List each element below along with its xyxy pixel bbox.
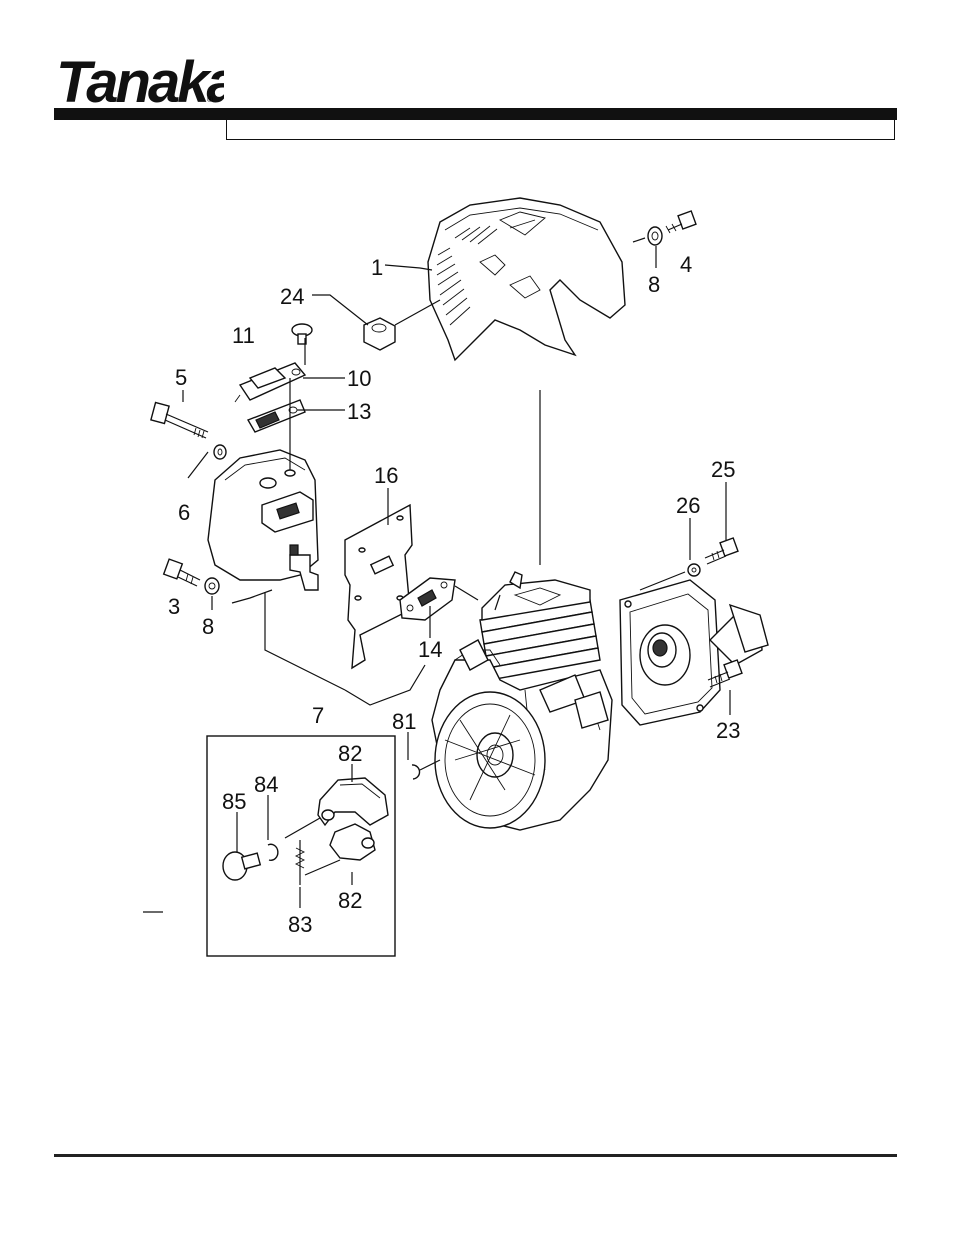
long-bolt-5 (150, 401, 209, 439)
gasket-14 (399, 577, 456, 621)
clutch-spring-83 (294, 840, 306, 885)
callout-26: 26 (676, 493, 700, 518)
callout-23: 23 (716, 718, 740, 743)
logo-wordmark: Tanaka (56, 50, 224, 110)
washer-8-top (647, 226, 663, 246)
callout-25: 25 (711, 457, 735, 482)
callout-14: 14 (418, 637, 442, 662)
callout-81: 81 (392, 709, 416, 734)
callout-7: 7 (312, 703, 324, 728)
tanaka-logo: Tanaka ® (56, 50, 224, 110)
starter-bolt-23 (707, 659, 743, 688)
callout-84: 84 (254, 772, 278, 797)
registered-mark: ® (207, 95, 213, 104)
grommet-24 (363, 317, 396, 351)
callout-numbers: 1 4 8 24 11 5 10 13 6 16 25 26 3 8 14 7 … (168, 252, 740, 937)
callout-8-top: 8 (648, 272, 660, 297)
callout-6: 6 (178, 500, 190, 525)
muffler-bolt-3 (162, 558, 201, 587)
header-rule (54, 108, 897, 120)
clip-81 (411, 764, 421, 780)
callout-8-left: 8 (202, 614, 214, 639)
cap-11 (291, 323, 313, 345)
footer-rule (54, 1154, 897, 1157)
engine-cover (427, 197, 626, 362)
washer-26 (687, 563, 701, 577)
recoil-starter (619, 579, 769, 726)
callout-82-top: 82 (338, 741, 362, 766)
cover-bolt-4 (665, 210, 697, 234)
engine-block (431, 571, 613, 831)
title-box (226, 120, 895, 140)
callout-13: 13 (347, 399, 371, 424)
callout-82-bottom: 82 (338, 888, 362, 913)
callout-1: 1 (371, 255, 383, 280)
callout-16: 16 (374, 463, 398, 488)
clip-84 (267, 843, 279, 861)
heat-shield-16 (344, 503, 413, 670)
callout-4: 4 (680, 252, 692, 277)
muffler (207, 449, 319, 591)
callout-83: 83 (288, 912, 312, 937)
leader-lines (143, 237, 731, 913)
callout-3: 3 (168, 594, 180, 619)
callout-24: 24 (280, 284, 304, 309)
cover-vents (436, 225, 498, 326)
callout-10: 10 (347, 366, 371, 391)
callout-11: 11 (232, 323, 255, 348)
washer-6 (213, 444, 227, 460)
washer-8-left (204, 577, 220, 595)
gasket-13 (246, 399, 306, 433)
clutch-bolt-85 (222, 851, 262, 881)
muffler-cover-10 (234, 362, 307, 403)
callout-85: 85 (222, 789, 246, 814)
clutch-shoes-82 (317, 777, 389, 861)
starter-bolt-25 (704, 537, 739, 565)
callout-5: 5 (175, 365, 187, 390)
